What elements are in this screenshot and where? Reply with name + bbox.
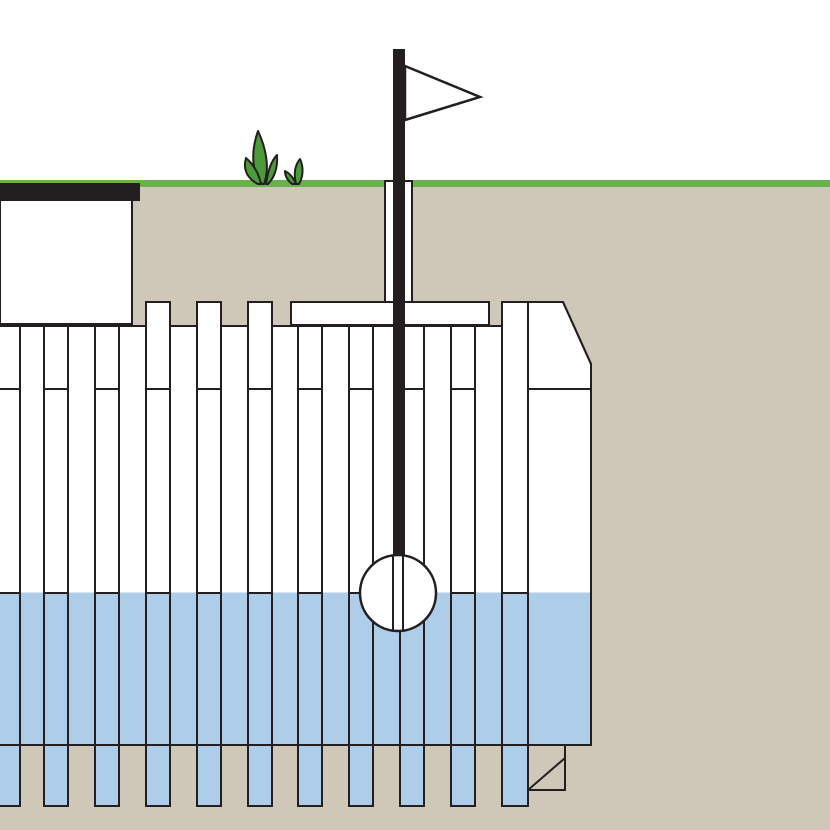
tank-rib xyxy=(348,325,374,594)
tank-rib-submerged xyxy=(43,592,69,807)
flag-icon xyxy=(403,64,484,122)
tank-rib-submerged xyxy=(145,592,171,807)
tank-rib xyxy=(297,325,323,594)
tank-rib xyxy=(145,301,171,594)
tank-rib xyxy=(247,301,273,594)
tank-rib xyxy=(94,325,120,594)
tank-rib xyxy=(196,301,222,594)
tank-lid xyxy=(290,301,490,326)
float-ball xyxy=(358,553,438,633)
tank-rib-submerged xyxy=(348,592,374,807)
tank-rib xyxy=(43,325,69,594)
tank-rib-submerged xyxy=(196,592,222,807)
tank-rib-submerged xyxy=(0,592,21,807)
tank-rib xyxy=(501,301,529,594)
flag xyxy=(393,49,484,556)
float-ball-icon xyxy=(358,553,438,633)
tank-ribs xyxy=(0,301,591,807)
tank-rib-submerged xyxy=(501,592,529,807)
tank-rib-submerged xyxy=(450,592,476,807)
grass-tuft-icon xyxy=(243,130,304,185)
tank-rib-submerged xyxy=(94,592,120,807)
tank-rib xyxy=(450,325,476,594)
grass-line xyxy=(0,180,830,187)
flag-pole xyxy=(393,49,405,556)
tank-rib xyxy=(0,325,21,594)
tank-rib-submerged xyxy=(297,592,323,807)
tank-rib-submerged xyxy=(247,592,273,807)
building-slab xyxy=(0,183,140,325)
